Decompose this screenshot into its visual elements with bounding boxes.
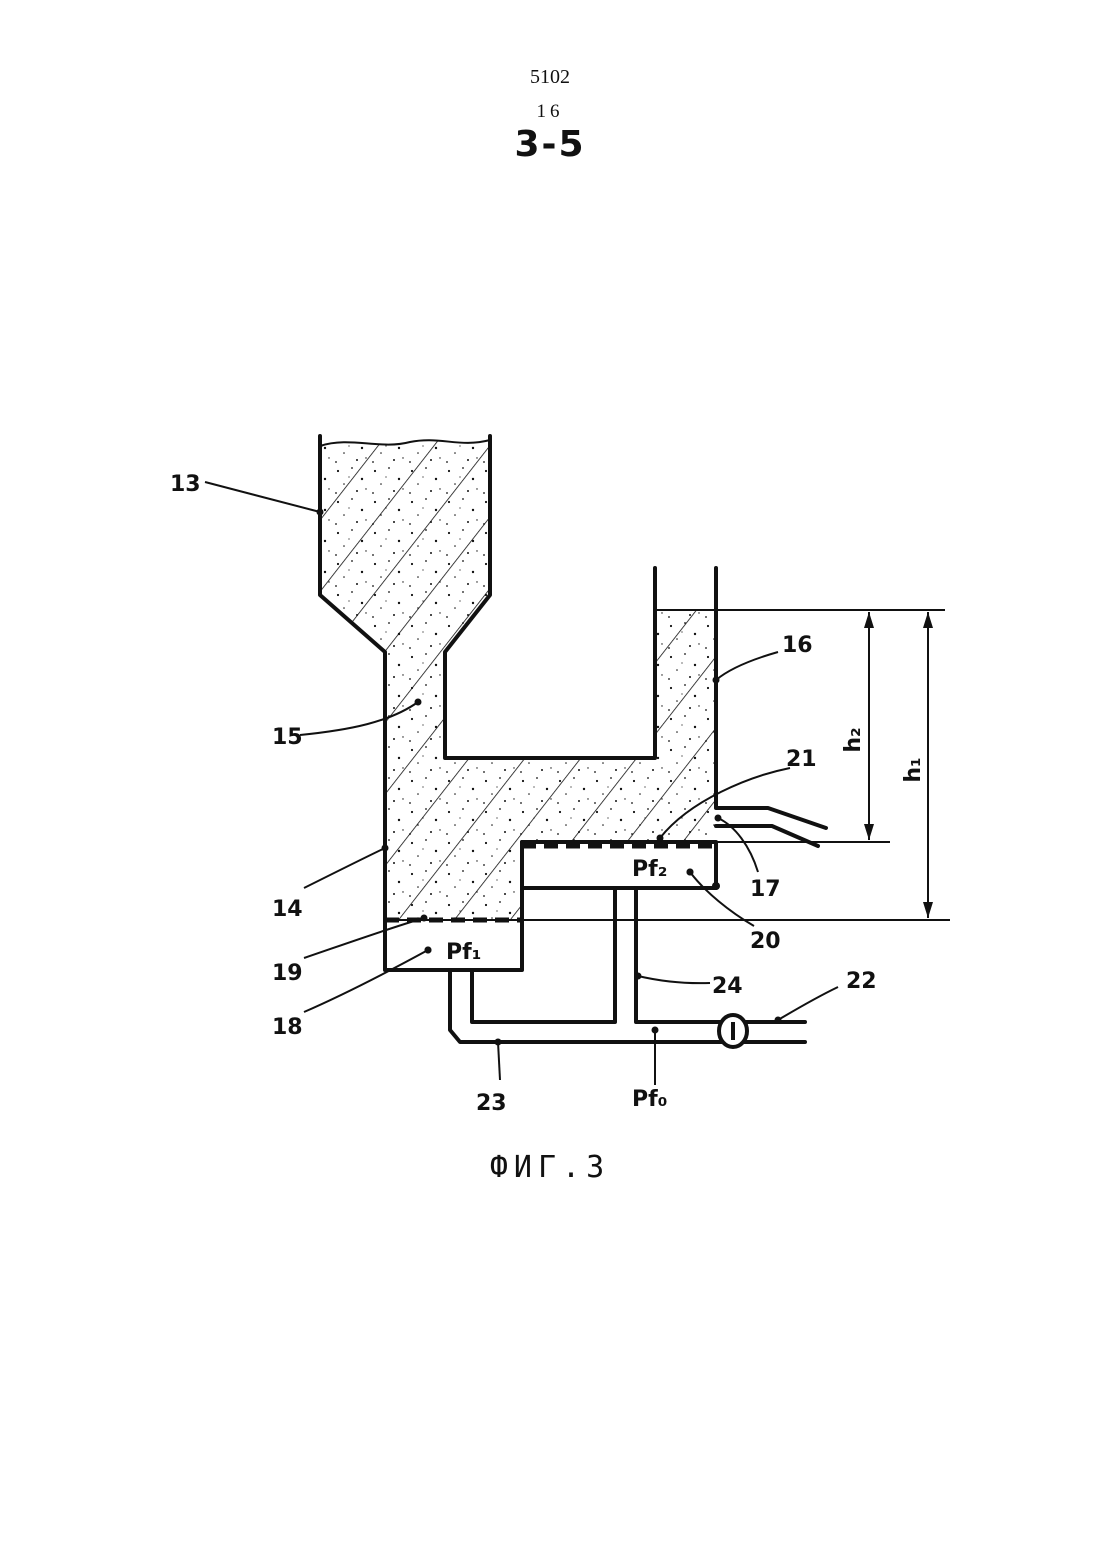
pipe-24 — [636, 888, 805, 1022]
label-23: 23 — [476, 1091, 507, 1116]
label-pf2: Pf₂ — [632, 857, 667, 882]
label-13: 13 — [170, 472, 201, 497]
label-17: 17 — [750, 877, 781, 902]
label-h2: h₂ — [841, 727, 866, 752]
label-pf1: Pf₁ — [446, 940, 481, 965]
pipe-23-outer — [450, 970, 805, 1042]
label-15: 15 — [272, 725, 303, 750]
label-18: 18 — [272, 1015, 303, 1040]
label-21: 21 — [786, 747, 817, 772]
label-h1: h₁ — [901, 757, 926, 782]
chamber-20-wall — [522, 842, 716, 888]
standpipe-right-wall — [716, 568, 826, 828]
label-24: 24 — [712, 974, 743, 999]
label-20: 20 — [750, 929, 781, 954]
label-pf0: Pf₀ — [632, 1087, 667, 1112]
label-22: 22 — [846, 969, 877, 994]
label-14: 14 — [272, 897, 303, 922]
label-19: 19 — [272, 961, 303, 986]
label-16: 16 — [782, 633, 813, 658]
figure-caption: ФИГ.3 — [0, 1150, 1100, 1185]
